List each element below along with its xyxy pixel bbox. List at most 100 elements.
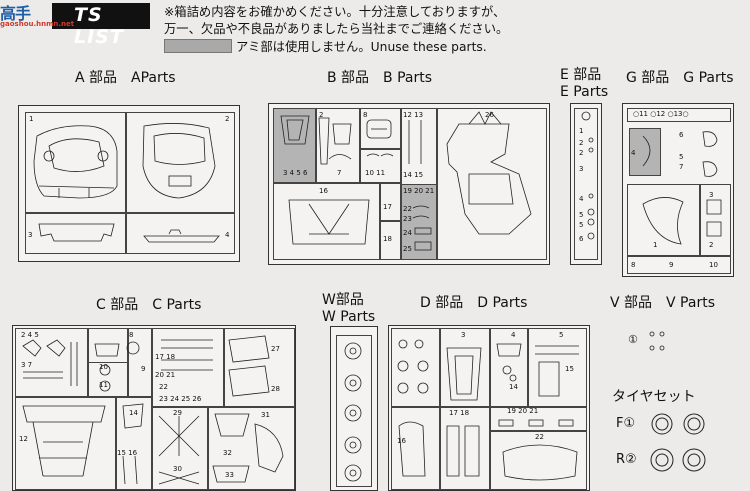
section-g-title: G 部品 G Parts bbox=[626, 70, 734, 86]
part-label: 3 bbox=[579, 165, 584, 173]
section-e-title-line1: E 部品 bbox=[560, 67, 602, 83]
part-label: 4 bbox=[631, 149, 636, 157]
part-label: 4 bbox=[511, 331, 516, 339]
part-label: 2 bbox=[225, 115, 230, 123]
part-label: 7 bbox=[337, 169, 342, 177]
part-label: 5 bbox=[679, 153, 684, 161]
sprue-w-drawing bbox=[344, 342, 362, 482]
part-label: 14 bbox=[509, 383, 518, 391]
section-c-title: C 部品 C Parts bbox=[96, 297, 202, 313]
sprue-e: 1 2 2 3 4 5 5 6 bbox=[570, 103, 602, 265]
part-label: 3 7 bbox=[21, 361, 33, 369]
part-label: 20 21 bbox=[155, 371, 176, 379]
part-label: 24 bbox=[403, 229, 412, 237]
part-g8-10-strip bbox=[627, 256, 731, 274]
part-d4-cell bbox=[489, 328, 529, 408]
part-label: 14 15 bbox=[403, 171, 424, 179]
part-b26-cell bbox=[437, 108, 547, 260]
section-w-title-line2: W Parts bbox=[322, 309, 376, 325]
section-w-title: W部品 W Parts bbox=[322, 292, 375, 326]
part-label: 15 16 bbox=[117, 449, 138, 457]
sprue-g-drawing bbox=[642, 131, 722, 245]
part-label: 3 4 5 6 bbox=[283, 169, 308, 177]
notice-text: ※箱詰め内容をお確かめください。十分注意しておりますが、 万一、欠品や不良品があ… bbox=[164, 4, 508, 37]
part-label: 6 bbox=[679, 131, 684, 139]
part-label: 12 13 bbox=[403, 111, 424, 119]
part-label: 22 bbox=[159, 383, 168, 391]
part-label: 9 bbox=[141, 365, 146, 373]
part-a1-cell bbox=[25, 112, 127, 214]
part-label: 22 bbox=[403, 205, 412, 213]
watermark-site: gaoshou.hnmn.net bbox=[0, 20, 75, 28]
section-a-title: A 部品 AParts bbox=[75, 70, 176, 86]
sprue-a: 1 2 3 4 bbox=[18, 105, 240, 262]
brand-logo: TS LIST 高手 gaoshou.hnmn.net bbox=[0, 0, 150, 48]
section-b-title: B 部品 B Parts bbox=[327, 70, 433, 86]
part-label: 17 bbox=[383, 203, 392, 211]
tire-rear-label: R② bbox=[616, 452, 637, 467]
sprue-g: ○11 ○12 ○13○ 4 5 6 7 1 3 2 8 9 10 bbox=[622, 103, 734, 277]
part-label: 28 bbox=[271, 385, 280, 393]
part-label: 19 20 21 bbox=[507, 407, 539, 415]
logo-banner bbox=[52, 3, 150, 29]
part-e-column bbox=[574, 108, 598, 260]
part-d1-cell bbox=[391, 328, 441, 408]
part-label: ① bbox=[628, 333, 638, 346]
part-label: 23 24 25 26 bbox=[159, 395, 202, 403]
part-label: 33 bbox=[225, 471, 234, 479]
sprue-d-drawing bbox=[397, 339, 579, 481]
sprue-c-drawing bbox=[22, 335, 284, 485]
part-label: 8 bbox=[129, 331, 134, 339]
part-label: 5 bbox=[559, 331, 564, 339]
part-label: 6 bbox=[579, 235, 584, 243]
part-label: 1 bbox=[29, 115, 34, 123]
part-label: 25 bbox=[403, 245, 412, 253]
sprue-e-drawing bbox=[581, 111, 595, 240]
part-b18-cell bbox=[379, 220, 401, 260]
part-label: 29 bbox=[173, 409, 182, 417]
part-label: 2 bbox=[319, 111, 324, 119]
section-d-title: D 部品 D Parts bbox=[420, 295, 528, 311]
notice-line-1: ※箱詰め内容をお確かめください。十分注意しておりますが、 bbox=[164, 5, 506, 19]
tire-set-title: タイヤセット bbox=[612, 389, 696, 405]
part-g2-cell bbox=[699, 184, 731, 256]
part-b2-cell bbox=[315, 108, 361, 184]
section-v-title: V 部品 V Parts bbox=[610, 295, 715, 311]
section-w-title-line1: W部品 bbox=[322, 292, 364, 308]
sprue-a-drawing bbox=[33, 123, 220, 243]
part-label: 5 bbox=[579, 221, 584, 229]
part-label: 3 bbox=[709, 191, 714, 199]
sprue-v-drawing bbox=[649, 331, 665, 351]
section-e-title: E 部品 E Parts bbox=[560, 67, 608, 101]
part-label: 8 bbox=[363, 111, 368, 119]
sprue-c: 2 4 5 3 7 8 10 11 9 17 18 20 21 22 23 24… bbox=[12, 325, 296, 491]
part-label: 2 bbox=[709, 241, 714, 249]
part-g4-cell bbox=[629, 128, 661, 176]
part-w-column bbox=[336, 335, 372, 487]
part-c27-cell bbox=[223, 328, 295, 408]
unused-swatch bbox=[164, 39, 232, 53]
part-d19-cell bbox=[489, 406, 587, 432]
part-c17-cell bbox=[151, 328, 225, 408]
part-label: 9 bbox=[669, 261, 674, 269]
part-label: 7 bbox=[679, 163, 684, 171]
part-b-unused-cell bbox=[273, 108, 317, 184]
part-label: 2 bbox=[579, 139, 584, 147]
part-g11-13-strip bbox=[627, 108, 731, 122]
part-a3-cell bbox=[25, 212, 127, 254]
part-label: 3 bbox=[28, 231, 33, 239]
part-label: 31 bbox=[261, 411, 270, 419]
part-d5-cell bbox=[527, 328, 587, 408]
part-label: 16 bbox=[319, 187, 328, 195]
part-label: 4 bbox=[225, 231, 230, 239]
part-label: 17 18 bbox=[155, 353, 176, 361]
part-label: 27 bbox=[271, 345, 280, 353]
part-label: 2 bbox=[579, 149, 584, 157]
part-label: 2 4 5 bbox=[21, 331, 39, 339]
part-b17-cell bbox=[379, 182, 401, 222]
part-c10-cell bbox=[87, 362, 129, 398]
part-a4-cell bbox=[125, 212, 235, 254]
notice-line-2: 万一、欠品や不良品がありましたら当社までご連絡ください。 bbox=[164, 21, 509, 36]
watermark-name: 高手 bbox=[0, 4, 31, 23]
